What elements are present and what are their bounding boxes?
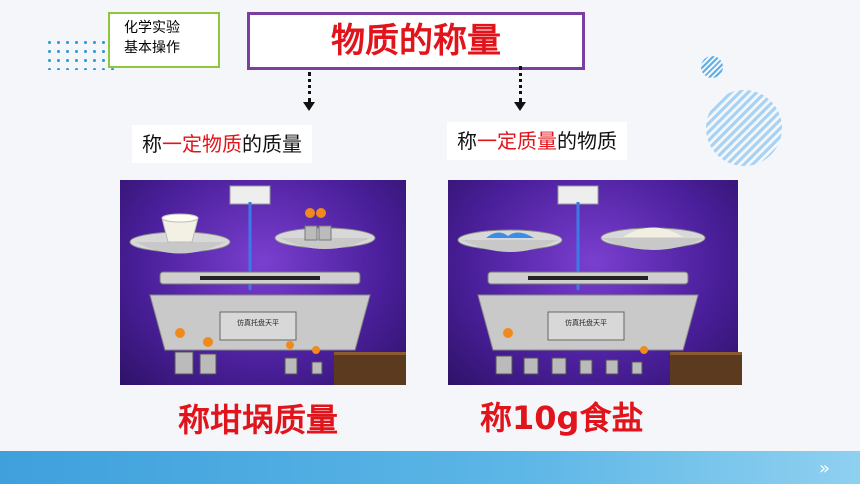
- large-striped-circle: [706, 90, 782, 166]
- right-label-prefix: 称: [457, 129, 477, 153]
- tag-line-1: 化学实验: [124, 20, 180, 36]
- left-scale-plate-text: 仿真托盘天平: [237, 318, 279, 327]
- right-balance-image: 仿真托盘天平: [448, 180, 742, 385]
- small-striped-circle: [701, 56, 723, 78]
- left-weight-box: [334, 352, 406, 385]
- left-caption: 称坩埚质量: [178, 401, 339, 439]
- left-down-arrow-icon: [303, 72, 315, 111]
- left-label-suffix: 的质量: [242, 132, 302, 156]
- right-down-arrow-icon: [514, 66, 526, 111]
- right-caption: 称10g食盐: [480, 399, 644, 437]
- bottom-bar: [0, 451, 860, 484]
- right-scale-plate-text: 仿真托盘天平: [565, 318, 607, 327]
- page-title: 物质的称量: [331, 21, 501, 61]
- dotted-decoration: [45, 38, 117, 70]
- left-label: 称一定物质的质量: [132, 125, 312, 163]
- section-tag: 化学实验 基本操作: [108, 12, 220, 68]
- left-label-highlight: 一定物质: [162, 132, 242, 156]
- right-label: 称一定质量的物质: [447, 122, 627, 160]
- right-label-suffix: 的物质: [557, 129, 617, 153]
- page-title-box: 物质的称量: [247, 12, 585, 70]
- double-chevron-right-icon[interactable]: »: [818, 458, 830, 479]
- left-label-prefix: 称: [142, 132, 162, 156]
- left-balance-image: 仿真托盘天平: [120, 180, 406, 385]
- tag-line-2: 基本操作: [124, 40, 180, 56]
- right-label-highlight: 一定质量: [477, 129, 557, 153]
- right-weight-box: [670, 352, 742, 385]
